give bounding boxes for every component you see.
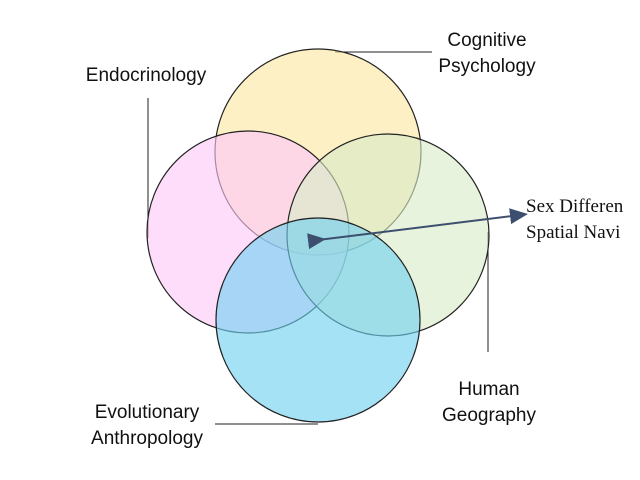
- cognitive-label-line1: Cognitive: [447, 30, 526, 51]
- human-geography-label-line1: Human: [458, 379, 519, 400]
- evolutionary-label-line2: Anthropology: [91, 428, 203, 449]
- evolutionary-label-line1: Evolutionary: [95, 402, 200, 423]
- cognitive-label-line2: Psychology: [438, 56, 536, 77]
- human-geography-label-line2: Geography: [442, 405, 537, 426]
- center-label-line2: Spatial Navi: [526, 222, 620, 243]
- evolutionary-anthropology-circle: [215, 217, 421, 423]
- center-arrow: [307, 208, 528, 250]
- center-label-line1: Sex Differen: [526, 196, 624, 217]
- endocrinology-label: Endocrinology: [86, 65, 207, 86]
